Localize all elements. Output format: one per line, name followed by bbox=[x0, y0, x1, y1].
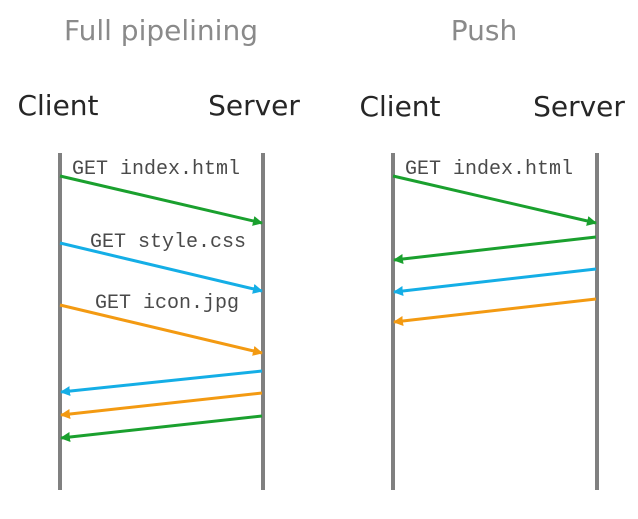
push-index-html-arrow bbox=[393, 235, 597, 264]
response-icon-jpg-arrow bbox=[60, 391, 263, 419]
response-style-css-arrow bbox=[60, 369, 263, 397]
message-label: GET index.html bbox=[72, 158, 240, 181]
panel-title: Full pipelining bbox=[64, 14, 258, 47]
message-label: GET style.css bbox=[90, 231, 246, 254]
panel-title: Push bbox=[451, 14, 517, 47]
client-label: Client bbox=[359, 90, 440, 123]
message-get-index-html: GET index.html bbox=[59, 158, 263, 226]
client-label: Client bbox=[17, 89, 98, 122]
server-label: Server bbox=[533, 90, 625, 123]
panel-full-pipelining: Full pipelining Client Server GET index.… bbox=[17, 14, 300, 490]
response-index-html-arrow bbox=[60, 414, 263, 442]
message-arrow bbox=[59, 174, 263, 226]
push-style-css-arrow bbox=[393, 267, 597, 296]
message-get-index-html: GET index.html bbox=[392, 158, 597, 226]
message-arrow bbox=[59, 241, 263, 294]
server-label: Server bbox=[208, 89, 300, 122]
message-get-style-css: GET style.css bbox=[59, 231, 263, 294]
message-get-icon-jpg: GET icon.jpg bbox=[59, 292, 263, 356]
panel-push: Push Client Server GET index.html bbox=[359, 14, 625, 490]
push-icon-jpg-arrow bbox=[393, 297, 597, 326]
message-arrow bbox=[59, 303, 263, 356]
message-label: GET icon.jpg bbox=[95, 292, 239, 315]
message-arrow bbox=[392, 174, 597, 226]
message-label: GET index.html bbox=[405, 158, 573, 181]
